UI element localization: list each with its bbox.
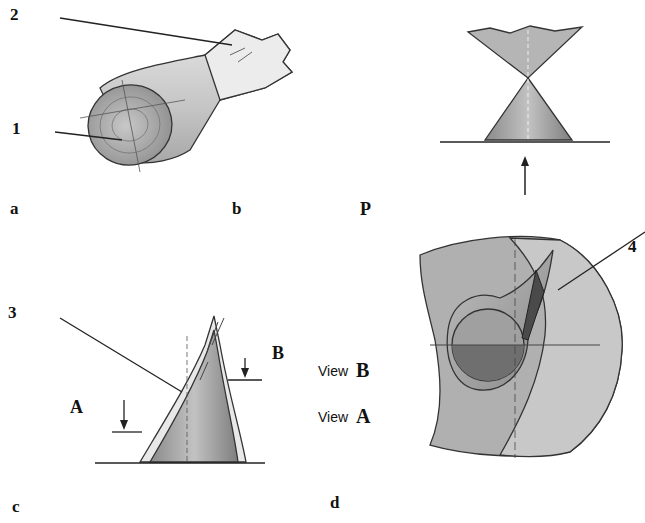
specimen-c xyxy=(60,316,265,463)
panel-letter: c xyxy=(12,498,20,515)
force-label: P xyxy=(360,200,371,218)
callout-number: 2 xyxy=(10,6,19,23)
panel-letter: d xyxy=(330,494,339,511)
section-letter: B xyxy=(356,360,369,380)
callout-number: 3 xyxy=(8,304,17,321)
section-letter: A xyxy=(356,406,370,426)
view-label: View xyxy=(318,364,348,378)
specimen-a xyxy=(55,18,292,173)
specimen-d xyxy=(420,232,645,458)
callout-number: 1 xyxy=(12,120,21,137)
panel-letter: b xyxy=(232,200,241,217)
section-letter: A xyxy=(70,398,83,416)
callout-number: 4 xyxy=(628,238,637,255)
section-letter: B xyxy=(272,344,284,362)
view-label: View xyxy=(318,410,348,424)
panel-letter: a xyxy=(10,200,19,217)
specimen-b xyxy=(440,26,610,195)
